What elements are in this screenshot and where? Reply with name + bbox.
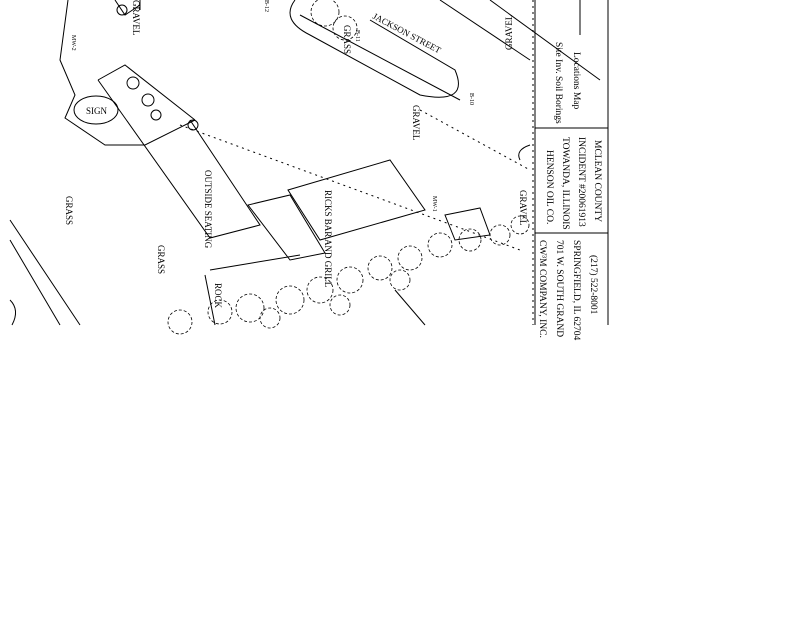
tree-line — [167, 0, 530, 335]
grass-label: GRASS — [342, 25, 352, 54]
boring-label: B-10 — [468, 93, 474, 105]
map-subtitle: Locations Map — [571, 52, 581, 110]
sign-label: SIGN — [86, 106, 108, 116]
boring-label: B-12 — [263, 0, 269, 12]
company-phone: (217) 522-8001 — [588, 255, 599, 315]
boring-label: B-11 — [354, 30, 360, 42]
company-name: CW³M COMPANY, INC. — [537, 240, 547, 338]
sign-marker — [73, 95, 119, 125]
title-block: CW³M COMPANY, INC. 701 W. SOUTH GRAND SP… — [532, 0, 609, 340]
gravel-label: GRAVEL — [411, 105, 421, 140]
map-title: Site Inv. Soil Borings — [553, 42, 563, 124]
rock-label: ROCK — [213, 283, 223, 309]
grass-label: GRASS — [156, 245, 166, 274]
gravel-label: GRAVEL — [131, 0, 141, 35]
boring-label: MW-1 — [431, 196, 437, 212]
grass-label: GRASS — [64, 196, 74, 225]
outside-seating-label: OUTSIDE SEATING — [203, 170, 213, 249]
map-linework — [9, 0, 601, 326]
company-city: SPRINGFIELD, IL 62704 — [571, 240, 581, 340]
building-label: RICKS BAR AND GRILL — [323, 190, 333, 287]
street-label: JACKSON STREET — [371, 11, 443, 56]
boring-labels: MW-2 B-11 B-10 MW-1 B-12 — [70, 0, 474, 212]
boring-label: MW-2 — [70, 35, 76, 51]
client-name: HENSON OIL CO. — [544, 150, 554, 224]
incident-number: INCIDENT #20061913 — [576, 137, 586, 227]
client-location: TOWANDA, ILLINOIS — [560, 137, 570, 230]
gravel-label: GRAVEL — [504, 15, 514, 50]
county: MCLEAN COUNTY — [592, 140, 602, 222]
company-address: 701 W. SOUTH GRAND — [554, 240, 564, 337]
gravel-label: GRAVEL — [518, 190, 528, 225]
